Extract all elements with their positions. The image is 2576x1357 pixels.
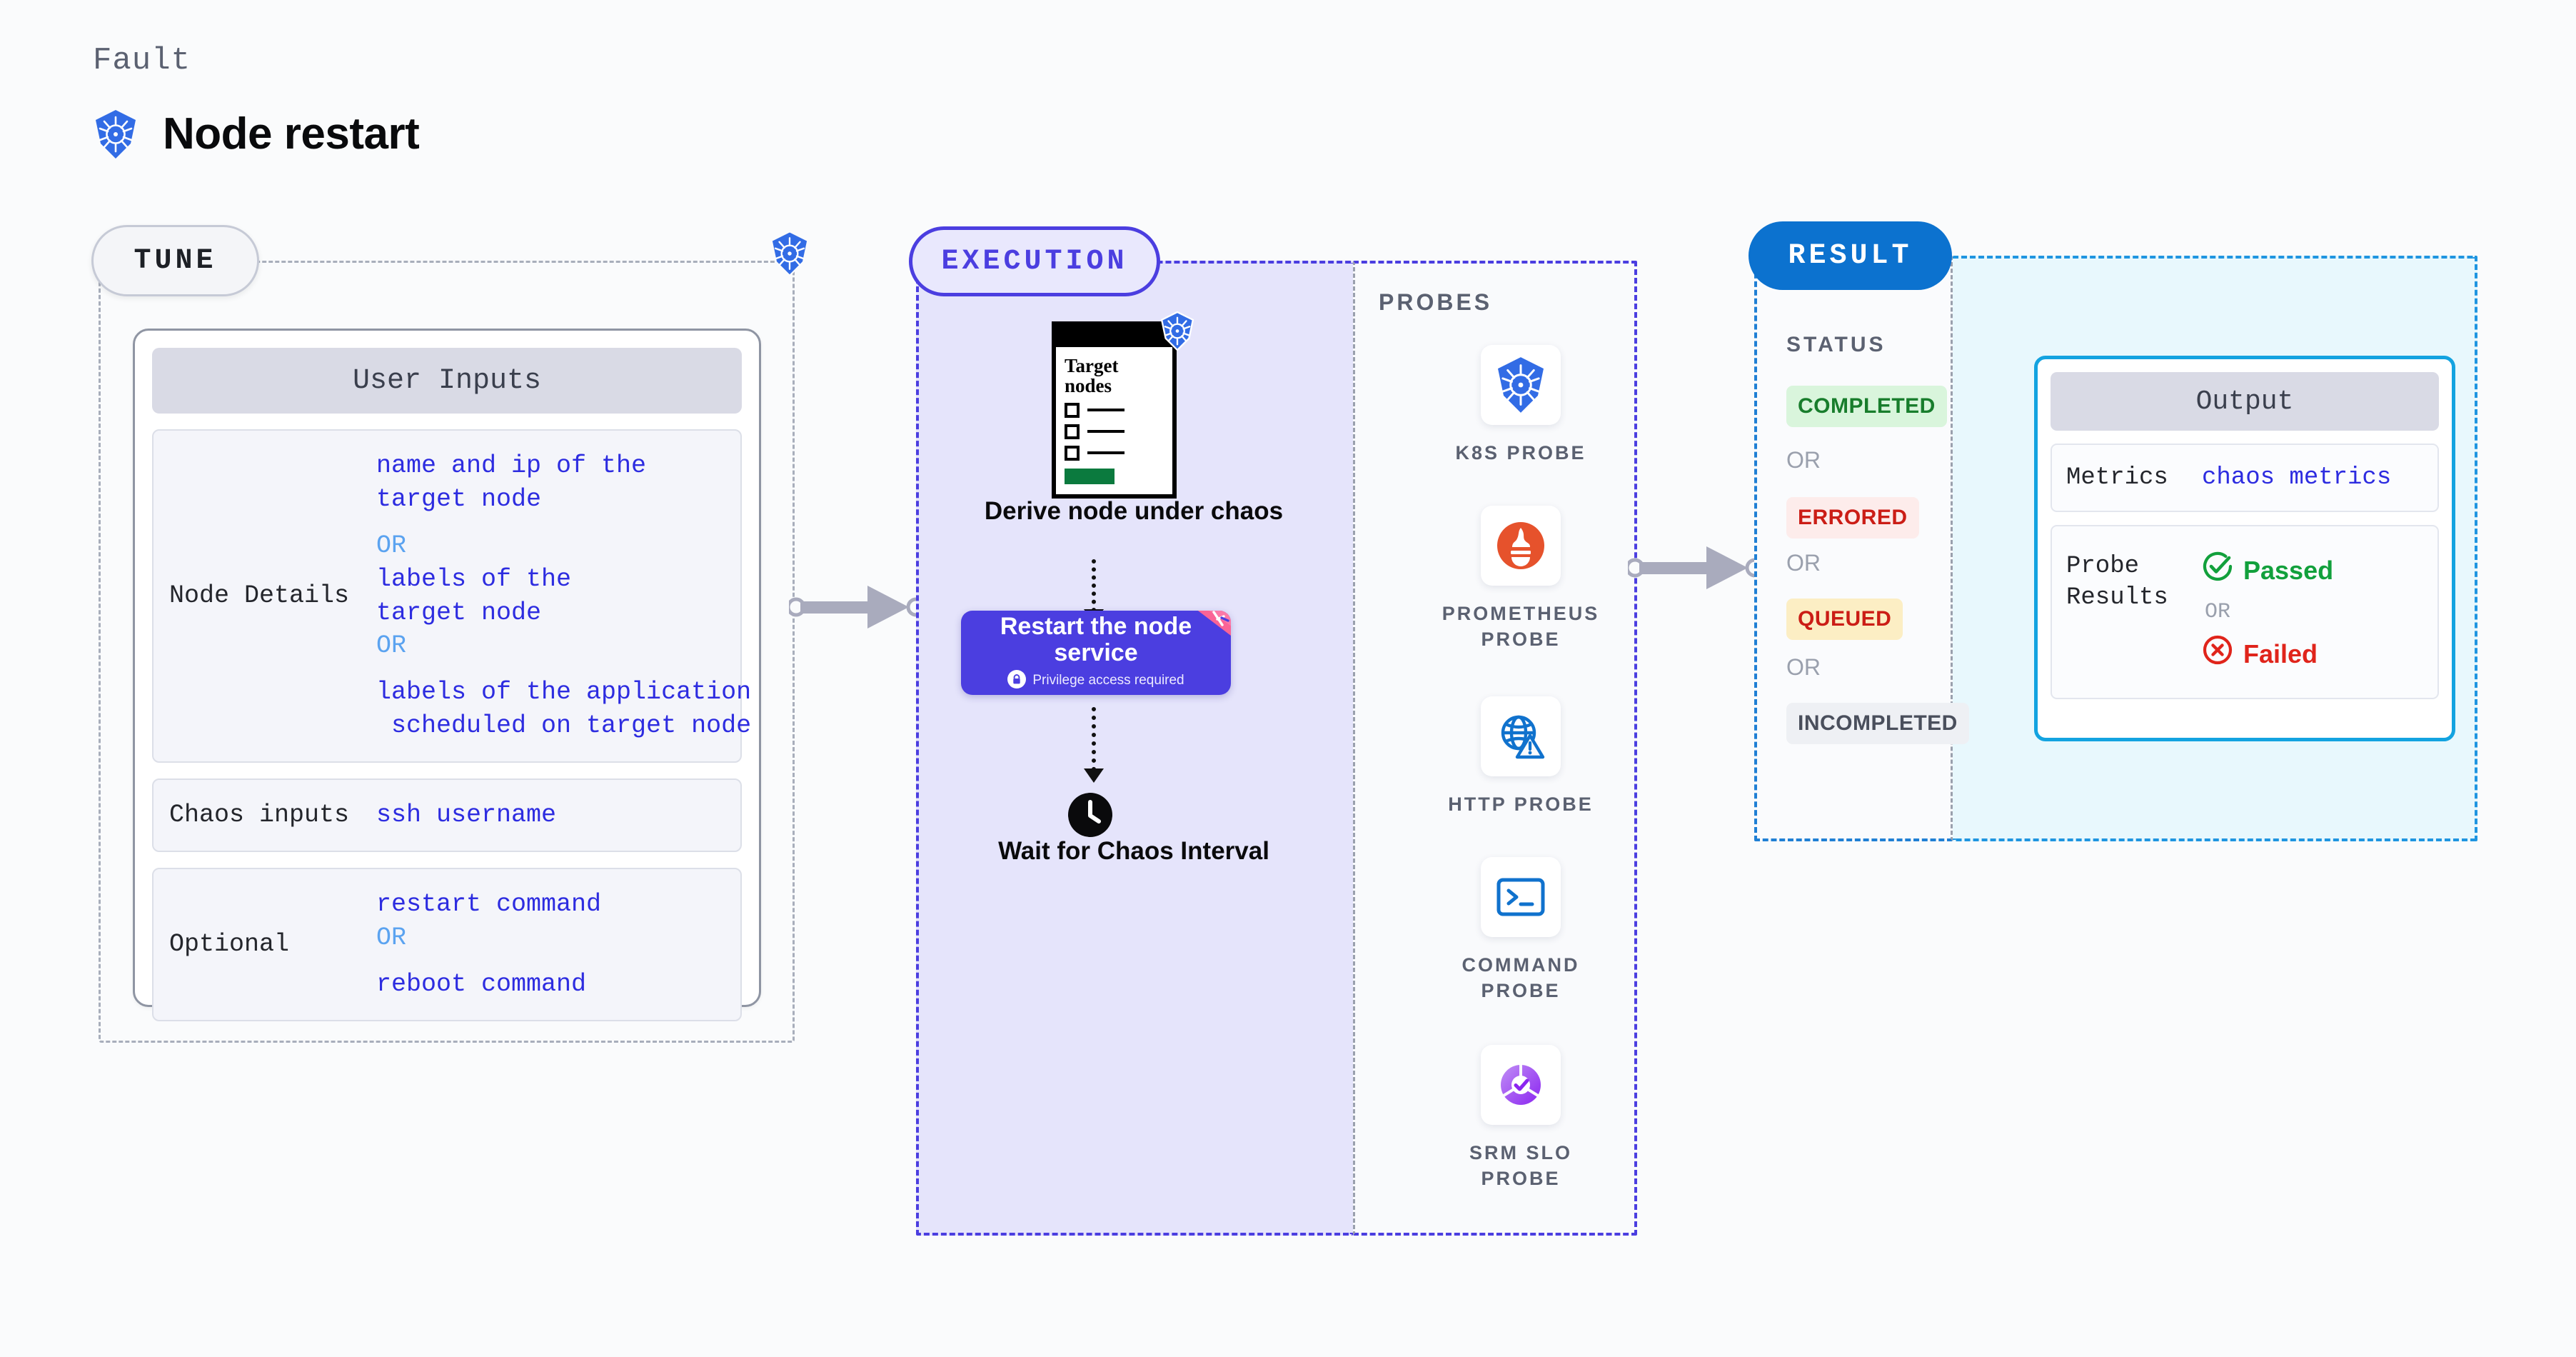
status-badge-queued: QUEUED [1786, 599, 1903, 640]
window-titlebar [1056, 326, 1172, 347]
list-item [1065, 445, 1164, 461]
fault-eyebrow-label: Fault [93, 43, 191, 79]
kubernetes-icon [769, 230, 810, 280]
input-key: Node Details [169, 581, 350, 610]
restart-node-service-label: Restart the node service [1000, 613, 1192, 666]
check-circle-icon [2202, 551, 2233, 590]
probe-result-or: OR [2205, 600, 2231, 625]
output-row-metrics: Metrics chaos metrics [2051, 444, 2439, 513]
tune-panel: TUNE User Inputs Node Details name and i… [91, 225, 809, 1043]
clock-icon [1067, 792, 1113, 841]
input-row-optional: Optional restart command OR reboot comma… [152, 868, 742, 1022]
page-title: Node restart [163, 109, 420, 159]
status-or: OR [1786, 447, 1821, 473]
x-circle-icon [2202, 634, 2233, 674]
probe-result-passed: Passed [2202, 551, 2333, 590]
target-nodes-illustration: Target nodes [1052, 311, 1194, 499]
input-key: Optional [169, 930, 290, 959]
status-badge-completed: COMPLETED [1786, 386, 1947, 427]
input-key: Chaos inputs [169, 801, 350, 830]
input-or: OR [376, 531, 407, 560]
probe-label: HTTP PROBE [1448, 793, 1594, 815]
status-badge-incompleted: INCOMPLETED [1786, 703, 1969, 744]
probe-result-failed-label: Failed [2243, 639, 2318, 669]
page-header: Fault Node [93, 43, 420, 159]
input-value: labels of the target node [376, 564, 572, 627]
lock-icon [1007, 669, 1027, 692]
user-inputs-title: User Inputs [152, 348, 742, 414]
prometheus-icon [1481, 506, 1561, 586]
probe-item-srm-slo[interactable]: SRM SLO PROBE [1439, 1045, 1603, 1191]
output-key: Probe Results [2066, 553, 2168, 612]
status-or: OR [1786, 550, 1821, 576]
input-value: ssh username [376, 801, 557, 830]
privilege-note-text: Privilege access required [1032, 673, 1184, 688]
input-value: labels of the application scheduled on t… [376, 678, 752, 741]
output-value: Passed OR Failed [2202, 551, 2333, 674]
kubernetes-icon [1481, 345, 1561, 425]
connector-tune-to-execution [789, 586, 925, 629]
input-row-node-details: Node Details name and ip of the target n… [152, 429, 751, 763]
probe-item-prometheus[interactable]: PROMETHEUS PROBE [1439, 506, 1603, 652]
slo-donut-check-icon [1481, 1045, 1561, 1125]
status-section-label: STATUS [1786, 333, 1886, 356]
checkbox-icon [1065, 402, 1080, 418]
input-values: name and ip of the target node OR labels… [376, 449, 751, 743]
probes-section-label: PROBES [1379, 289, 1493, 315]
output-card: Output Metrics chaos metrics Probe Resul… [2034, 356, 2455, 741]
input-value: name and ip of the target node [376, 451, 647, 514]
input-row-chaos-inputs: Chaos inputs ssh username [152, 778, 742, 853]
kubernetes-icon [93, 109, 139, 159]
output-value: chaos metrics [2202, 464, 2392, 492]
input-values: restart command OR reboot command [376, 888, 601, 1001]
probe-label: SRM SLO PROBE [1469, 1142, 1572, 1189]
input-values: ssh username [376, 798, 556, 832]
fault-title-row: Node restart [93, 109, 420, 159]
probe-result-passed-label: Passed [2243, 555, 2334, 585]
globe-warning-icon [1481, 696, 1561, 776]
execution-panel: EXECUTION PROBES Target nodes [909, 226, 1637, 1236]
probe-label: K8S PROBE [1455, 442, 1586, 464]
output-key: Metrics [2066, 464, 2168, 491]
probe-item-command[interactable]: COMMAND PROBE [1439, 857, 1603, 1003]
input-or: OR [376, 923, 407, 953]
selected-bar [1065, 468, 1115, 484]
probe-label: COMMAND PROBE [1461, 954, 1580, 1001]
probe-item-http[interactable]: HTTP PROBE [1439, 696, 1603, 818]
checkbox-icon [1065, 445, 1080, 461]
flow-arrow-down [1084, 707, 1104, 783]
status-or: OR [1786, 654, 1821, 680]
tune-panel-border [99, 261, 795, 1043]
user-inputs-card: User Inputs Node Details name and ip of … [133, 329, 761, 1022]
output-row-probe-results: Probe Results Passed OR [2051, 525, 2439, 700]
result-panel: RESULT STATUS COMPLETED OR ERRORED OR QU… [1749, 221, 2477, 841]
target-nodes-heading: Target nodes [1065, 355, 1119, 397]
probe-label: PROMETHEUS PROBE [1442, 603, 1600, 650]
list-item [1065, 402, 1164, 418]
terminal-icon [1481, 857, 1561, 937]
input-value: reboot command [376, 970, 587, 999]
input-value: restart command [376, 890, 602, 919]
restart-node-service-step[interactable]: Restart the node service Privilege acces… [961, 611, 1231, 695]
connector-execution-to-result [1628, 546, 1764, 589]
output-title: Output [2051, 372, 2439, 431]
result-pill-label: RESULT [1749, 221, 1952, 290]
input-or: OR [376, 631, 407, 661]
kubernetes-icon [1159, 311, 1195, 354]
flow-arrow-down [1084, 559, 1104, 624]
list-item [1065, 424, 1164, 439]
tune-pill-label: TUNE [91, 225, 259, 296]
placeholder-line [1087, 409, 1125, 412]
execution-pill-label: EXECUTION [909, 226, 1160, 296]
wait-chaos-interval-caption: Wait for Chaos Interval [998, 837, 1269, 865]
privilege-note-row: Privilege access required [1007, 669, 1184, 692]
status-badge-errored: ERRORED [1786, 497, 1919, 539]
probe-result-failed: Failed [2202, 634, 2333, 674]
derive-node-caption: Derive node under chaos [984, 497, 1284, 525]
placeholder-line [1087, 430, 1125, 434]
probe-item-k8s[interactable]: K8S PROBE [1439, 345, 1603, 466]
checkbox-icon [1065, 424, 1080, 439]
placeholder-line [1087, 451, 1125, 455]
litmus-ribbon-icon [1181, 611, 1231, 644]
